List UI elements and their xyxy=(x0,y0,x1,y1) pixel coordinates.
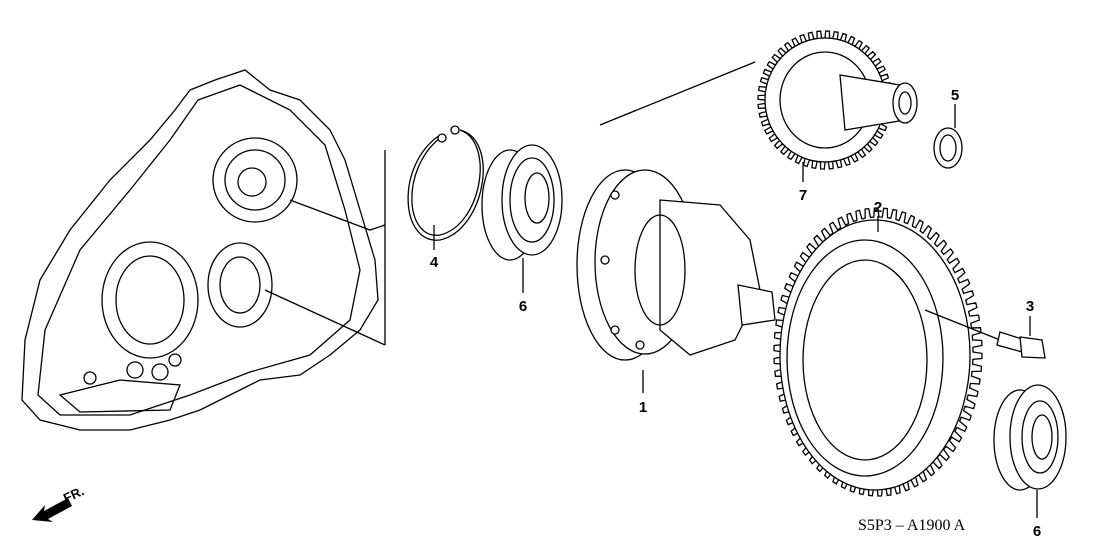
callout-5: 5 xyxy=(951,87,959,104)
callout-4: 4 xyxy=(430,254,439,271)
callout-1: 1 xyxy=(639,399,647,416)
bearing-left xyxy=(481,144,563,261)
transmission-housing xyxy=(21,69,379,431)
final-driven-gear xyxy=(773,207,983,497)
callout-7: 7 xyxy=(799,187,807,204)
differential-assembly xyxy=(576,169,776,361)
leader-line xyxy=(264,289,386,346)
front-direction-indicator: FR. xyxy=(32,483,86,522)
shim xyxy=(933,127,963,169)
callout-2: 2 xyxy=(874,199,882,216)
front-label: FR. xyxy=(61,483,86,505)
final-drive-gear xyxy=(757,30,918,170)
bolt xyxy=(924,309,1046,359)
callout-6-right: 6 xyxy=(1033,523,1041,540)
diagram-code: S5P3 – A1900 A xyxy=(858,517,966,534)
callout-6-left: 6 xyxy=(519,298,527,315)
callout-3: 3 xyxy=(1026,298,1034,315)
front-arrow-icon xyxy=(32,498,72,522)
bearing-right xyxy=(993,384,1067,491)
leader-line xyxy=(289,199,386,231)
circlip xyxy=(407,125,484,241)
leader-line xyxy=(599,61,756,126)
